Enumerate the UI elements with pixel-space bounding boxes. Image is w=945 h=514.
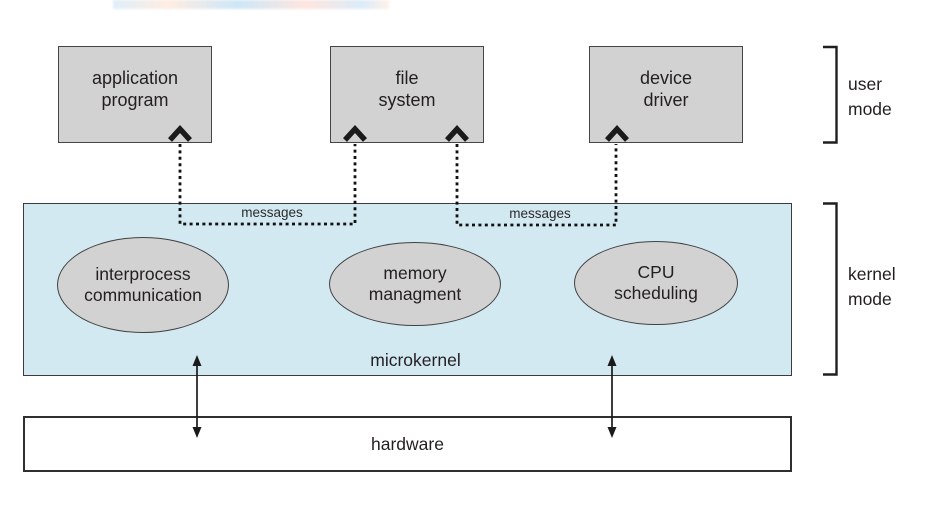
messages-label-left: messages: [241, 205, 303, 220]
microkernel-label: microkernel: [370, 350, 461, 370]
user-mode-bracket: [823, 45, 838, 144]
kernel-mode-label: kernel mode: [848, 264, 896, 310]
kernel-mode-bracket: [823, 202, 838, 376]
application-program-label: application program: [91, 67, 179, 110]
cpu-scheduling-label: CPU scheduling: [614, 262, 698, 303]
interprocess-communication-label: interprocess communication: [84, 264, 202, 305]
file-system-label: file system: [378, 67, 436, 110]
cropped-highlight-artifact: [113, 0, 389, 9]
memory-management-ellipse: memory managment: [329, 242, 501, 326]
device-driver-box: device driver: [589, 46, 743, 143]
cpu-scheduling-ellipse: CPU scheduling: [574, 241, 738, 325]
device-driver-label: device driver: [639, 67, 693, 110]
kernel-region: interprocess communication memory managm…: [23, 203, 792, 376]
application-program-box: application program: [58, 46, 212, 143]
interprocess-communication-ellipse: interprocess communication: [57, 237, 229, 333]
user-mode-label: user mode: [848, 74, 892, 120]
file-system-box: file system: [330, 46, 484, 143]
hardware-box: hardware: [23, 416, 792, 472]
memory-management-label: memory managment: [368, 263, 462, 304]
messages-label-right: messages: [509, 206, 571, 221]
hardware-label: hardware: [371, 433, 444, 454]
